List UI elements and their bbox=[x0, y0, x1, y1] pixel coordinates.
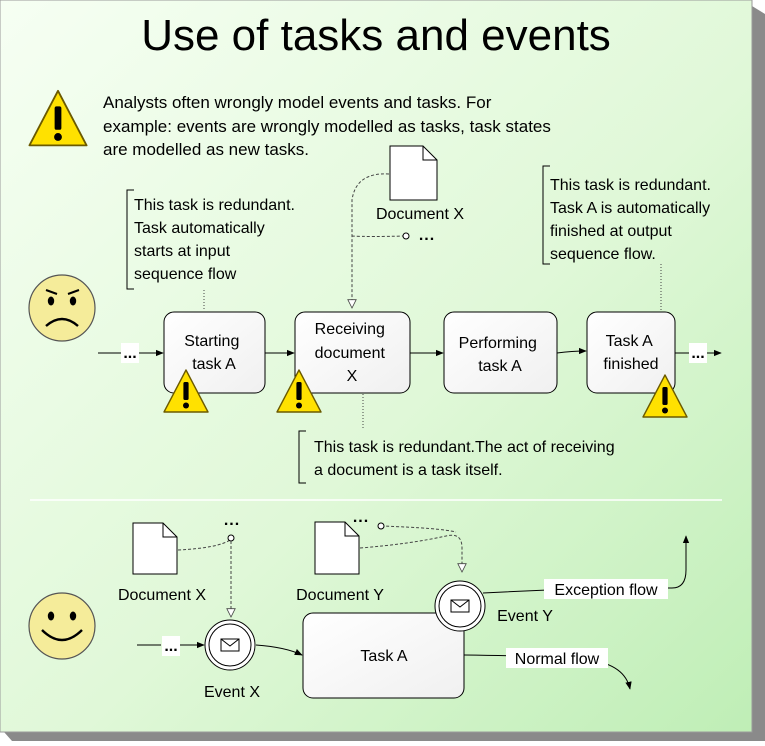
annotation-bottom: This task is redundant.The act of receiv… bbox=[298, 394, 619, 484]
data-association-bottom-x bbox=[177, 534, 234, 617]
task-receiving-document-x: Receiving document X bbox=[294, 311, 411, 394]
svg-text:Event Y: Event Y bbox=[497, 608, 553, 625]
message-ellipsis-x: ... bbox=[224, 512, 240, 529]
svg-text:Document X: Document X bbox=[376, 206, 464, 223]
svg-text:...: ... bbox=[164, 638, 177, 655]
message-ellipsis-top: ... bbox=[419, 227, 435, 244]
svg-text:Performing task A: Performing task A bbox=[459, 335, 542, 375]
svg-text:This task is redundant.: This task is redundant. Task A is automa… bbox=[550, 177, 715, 263]
task-starting-task-a: Starting task A bbox=[163, 311, 266, 394]
intro-text: Analysts often wrongly model events and … bbox=[103, 93, 556, 159]
top-flow-end-ellipsis: ... bbox=[689, 343, 707, 363]
svg-text:...: ... bbox=[691, 345, 704, 362]
svg-text:Document Y: Document Y bbox=[296, 587, 384, 604]
task-task-a-finished: Task A finished bbox=[586, 311, 676, 394]
envelope-icon bbox=[220, 638, 240, 652]
svg-text:Event X: Event X bbox=[204, 684, 260, 701]
data-association-top bbox=[352, 173, 410, 308]
svg-text:...: ... bbox=[123, 345, 136, 362]
document-x-top: Document X bbox=[376, 145, 464, 223]
message-ellipsis-y: ... bbox=[353, 509, 369, 526]
svg-text:This task is redundant.: This task is redundant. Task automatical… bbox=[134, 197, 299, 283]
bottom-flow-start-ellipsis: ... bbox=[162, 636, 180, 656]
document-y-bottom: Document Y bbox=[296, 521, 384, 604]
svg-text:Receiving document: Receiving document X bbox=[315, 321, 390, 385]
top-flow-start-ellipsis: ... bbox=[121, 343, 139, 363]
svg-text:Task A: Task A bbox=[360, 648, 407, 665]
svg-text:This task is redundant.The act: This task is redundant.The act of receiv… bbox=[314, 439, 619, 479]
top-sequence-flows bbox=[98, 347, 722, 357]
sad-face-icon bbox=[28, 274, 96, 342]
event-y: Event Y bbox=[434, 580, 553, 632]
svg-text:Starting task A: Starting task A bbox=[184, 333, 244, 373]
task-task-a-bottom: Task A bbox=[302, 612, 465, 699]
task-performing-task-a: Performing task A bbox=[443, 311, 558, 394]
svg-text:Document X: Document X bbox=[118, 587, 206, 604]
data-association-bottom-y bbox=[359, 522, 462, 572]
annotation-right: This task is redundant. Task A is automa… bbox=[542, 165, 715, 311]
envelope-icon bbox=[450, 599, 470, 613]
annotation-left: This task is redundant. Task automatical… bbox=[126, 189, 299, 311]
page-title: Use of tasks and events bbox=[141, 11, 611, 60]
svg-text:Task A finished: Task A finished bbox=[603, 333, 658, 373]
normal-flow-label: Normal flow bbox=[506, 648, 608, 668]
event-x: Event X bbox=[204, 619, 260, 701]
happy-face-icon bbox=[28, 592, 96, 660]
svg-text:Normal flow: Normal flow bbox=[515, 651, 600, 668]
document-x-bottom: Document X bbox=[118, 522, 206, 604]
svg-text:Exception flow: Exception flow bbox=[554, 582, 658, 599]
exception-flow-label: Exception flow bbox=[544, 579, 668, 599]
